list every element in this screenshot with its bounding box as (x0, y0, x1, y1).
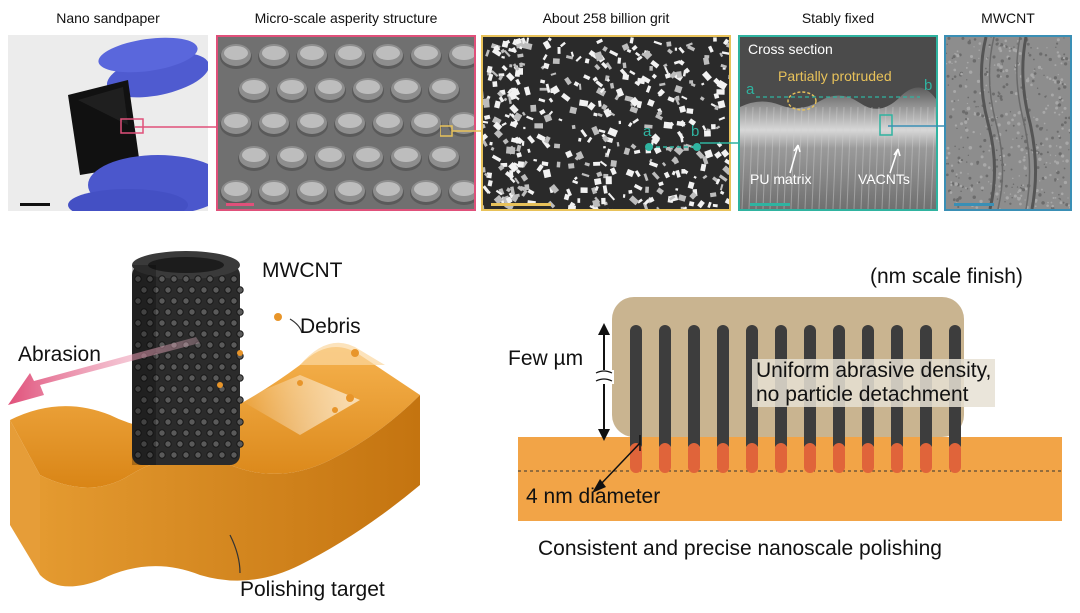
cnt-tip (659, 443, 671, 473)
grit-label-a: a (643, 123, 651, 140)
connector-teal (700, 135, 740, 155)
grit-label-b: b (691, 123, 699, 140)
cnt-tip (746, 443, 758, 473)
cnt-rod (717, 325, 729, 451)
cnt-tip (949, 443, 961, 473)
cnt-tip (920, 443, 932, 473)
abrasion-label: Abrasion (18, 343, 101, 367)
panel-title-stably-fixed: Stably fixed (738, 10, 938, 26)
sem-grit: a b (481, 35, 731, 211)
mwcnt-label: MWCNT (262, 259, 342, 283)
mwcnt-cylinder (132, 251, 243, 465)
cnt-tip (891, 443, 903, 473)
abrasion-diagram: MWCNT Debris Abrasion Polishing target (0, 235, 480, 608)
uniform-density-note: Uniform abrasive density, no particle de… (752, 359, 995, 407)
cross-section-title: Cross section (748, 41, 833, 57)
diameter-label: 4 nm diameter (526, 485, 660, 509)
connector-pink (135, 118, 225, 138)
vacnts-label: VACNTs (858, 171, 910, 187)
cnt-tip (688, 443, 700, 473)
panel-title-nano-sandpaper: Nano sandpaper (8, 10, 208, 26)
cross-section-label-a: a (746, 81, 754, 98)
cnt-tip (775, 443, 787, 473)
sem-micro-asperity (216, 35, 476, 211)
polishing-schematic: (nm scale finish) Few µm Uniform abrasiv… (490, 235, 1080, 608)
partially-protruded-label: Partially protruded (778, 68, 892, 84)
cnt-tip (862, 443, 874, 473)
uniform-line-2: no particle detachment (756, 383, 991, 407)
pu-matrix-label: PU matrix (750, 171, 811, 187)
uniform-line-1: Uniform abrasive density, (756, 359, 991, 383)
finish-label: (nm scale finish) (870, 265, 1023, 289)
tem-mwcnt (944, 35, 1072, 211)
connector-blue (888, 122, 948, 132)
cnt-tip (804, 443, 816, 473)
polishing-target-label: Polishing target (240, 578, 385, 602)
panel-title-grit: About 258 billion grit (481, 10, 731, 26)
few-um-label: Few µm (508, 347, 583, 371)
cross-section-label-b: b (924, 77, 932, 94)
caption: Consistent and precise nanoscale polishi… (538, 537, 942, 561)
panel-title-micro-scale: Micro-scale asperity structure (216, 10, 476, 26)
cnt-rod (659, 325, 671, 451)
cnt-tip (717, 443, 729, 473)
debris-label: Debris (300, 315, 361, 339)
cnt-rod (630, 325, 642, 451)
panel-title-mwcnt: MWCNT (944, 10, 1072, 26)
cnt-rod (688, 325, 700, 451)
cnt-tip (833, 443, 845, 473)
